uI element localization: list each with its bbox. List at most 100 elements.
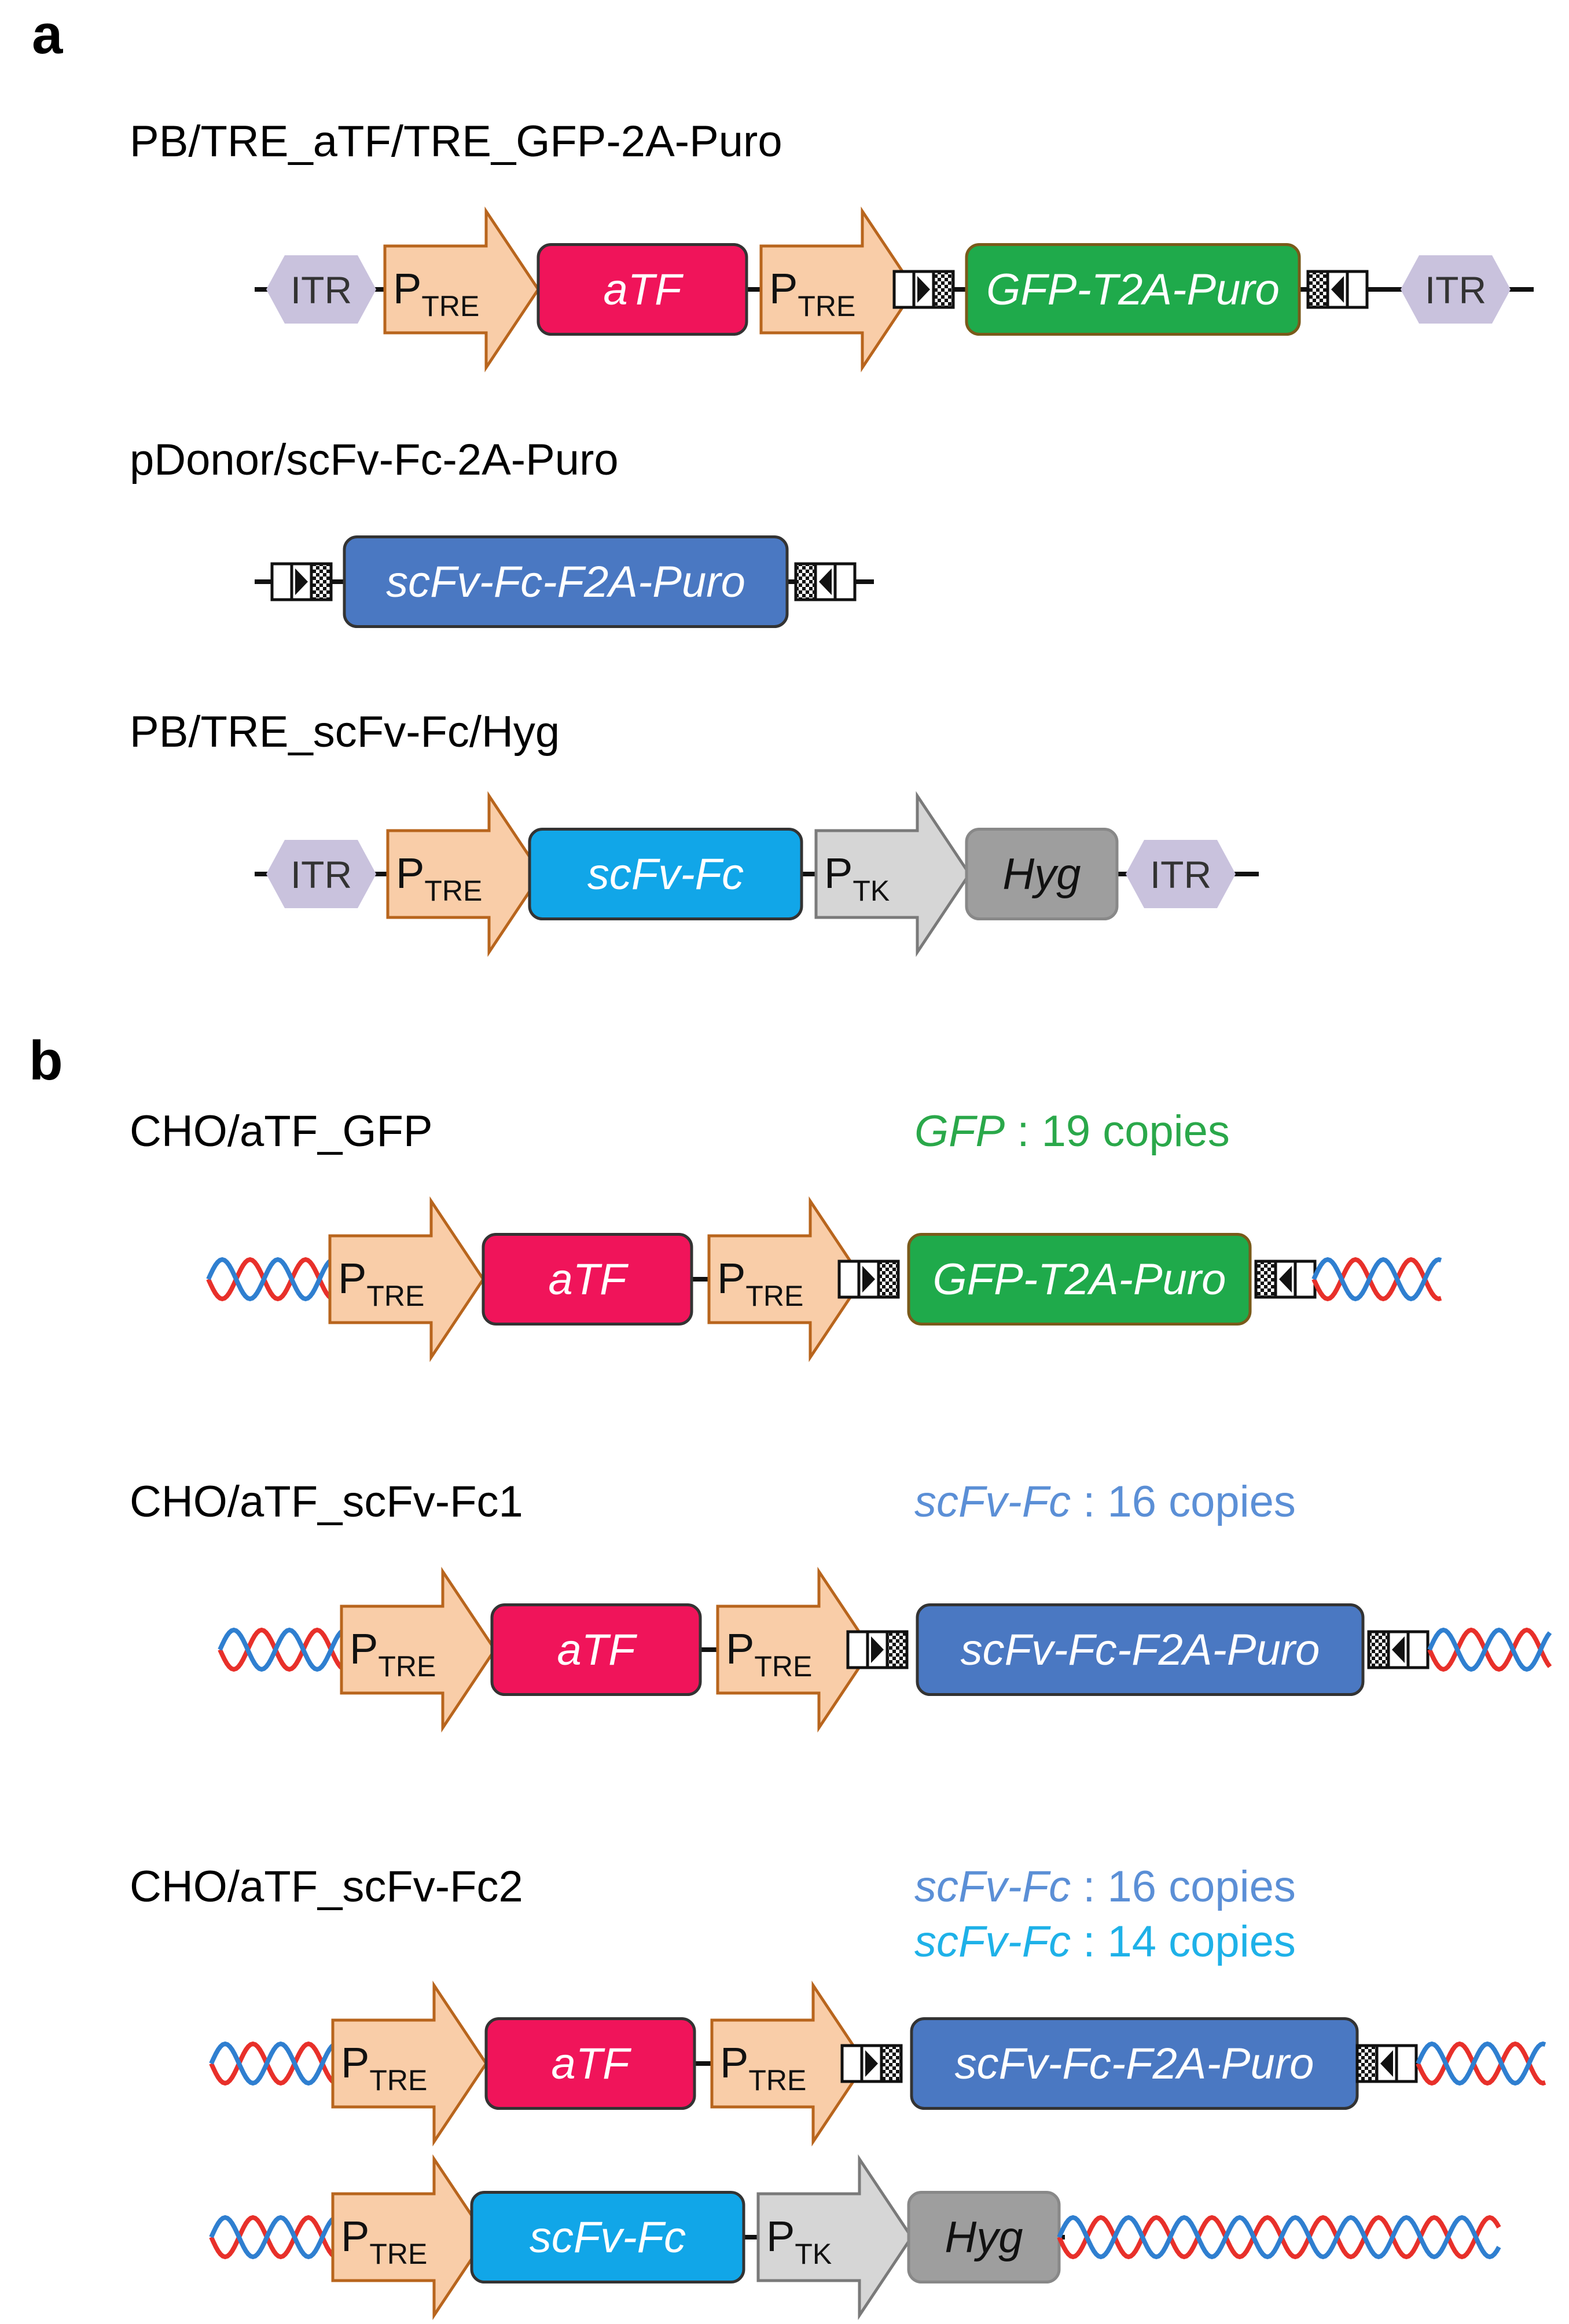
repeat-arrow [1331, 276, 1344, 303]
repeat-cell [846, 1630, 869, 1669]
dna-helix-strand [1416, 2041, 1546, 2086]
integration-map-2: PTRE aTF PTRE scFv-Fc-F2A-Puro [218, 1566, 1552, 1733]
promoter-tre-arrow [716, 1566, 873, 1733]
hyg-gene-label: Hyg [945, 2213, 1023, 2262]
promoter-tk-label: PTK [824, 849, 890, 907]
itr-hexagon [1401, 255, 1511, 324]
copy-number-3a: scFv-Fc : 16 copies [914, 1862, 1296, 1911]
promoter-tre-arrow [759, 206, 917, 373]
atf-gene [490, 1603, 702, 1696]
promoter-tre-label: PTRE [341, 2212, 427, 2270]
dna-helix-strand [1311, 1257, 1442, 1302]
hyg-gene [965, 828, 1119, 920]
promoter-tre-label: PTRE [717, 1254, 803, 1312]
dna-helix-strand [209, 2041, 336, 2086]
scfv-fc-gene [470, 2191, 745, 2283]
scfv-fc-gene-label: scFv-Fc [587, 850, 744, 899]
repeat-cell [1306, 270, 1329, 309]
copy-gene-3a: scFv-Fc [914, 1862, 1071, 1911]
dna-helix-strand [1057, 2215, 1501, 2260]
dna-helix-strand [1427, 1627, 1552, 1672]
repeat-cell [833, 562, 857, 601]
cell-line-title-1: CHO/aTF_GFP [130, 1107, 433, 1156]
gfp-puro-gene-label: GFP-T2A-Puro [986, 265, 1280, 314]
promoter-tre-label: PTRE [726, 1625, 812, 1683]
itr-label: ITR [1425, 269, 1486, 311]
promoter-tre-arrow [328, 1196, 486, 1363]
promoter-tre-label: PTRE [720, 2039, 806, 2097]
copy-gene-2: scFv-Fc [914, 1477, 1071, 1526]
promoter-tre-label: PTRE [396, 849, 482, 907]
copy-number-3b: scFv-Fc : 14 copies [914, 1917, 1296, 1966]
atf-gene-label: aTF [603, 265, 684, 314]
repeat-cell [877, 1260, 900, 1299]
atf-gene-label: aTF [551, 2039, 631, 2088]
promoter-tre-label: PTRE [341, 2039, 427, 2097]
dna-helix-strand [206, 1257, 333, 1302]
promoter-tre-arrow [707, 1196, 865, 1363]
copy-count-3b: : 14 copies [1071, 1917, 1296, 1966]
repeat-cell [270, 562, 293, 601]
promoter-tre-label: PTRE [393, 265, 479, 322]
cell-line-title-2: CHO/aTF_scFv-Fc1 [130, 1477, 523, 1526]
repeat-cell [794, 562, 817, 601]
copy-gene-3b: scFv-Fc [914, 1917, 1071, 1966]
integration-map-3b: PTRE scFv-Fc PTK Hyg [209, 2154, 1501, 2321]
promoter-tre-arrow [710, 1980, 868, 2147]
repeat-cell [932, 270, 955, 309]
dna-helix-strand [1311, 1257, 1442, 1302]
repeat-arrow [1392, 1636, 1405, 1663]
gfp-puro-gene-label: GFP-T2A-Puro [933, 1255, 1226, 1304]
promoter-tre-arrow [340, 1566, 497, 1733]
cell-line-title-3: CHO/aTF_scFv-Fc2 [130, 1862, 523, 1911]
dna-helix-strand [1427, 1627, 1552, 1672]
repeat-cell [1355, 2044, 1379, 2083]
repeat-cell [310, 562, 333, 601]
copy-gene-1: GFP [914, 1107, 1005, 1156]
atf-gene-label: aTF [557, 1625, 637, 1675]
scfv-fc-puro-gene [916, 1603, 1365, 1696]
repeat-arrow [1279, 1266, 1292, 1293]
promoter-tre-arrow [383, 206, 541, 373]
scfv-fc-gene [528, 828, 803, 920]
atf-gene-label: aTF [548, 1255, 629, 1304]
scfv-fc-gene-label: scFv-Fc [530, 2213, 686, 2262]
integration-map-3a: PTRE aTF PTRE scFv-Fc-F2A-Puro [209, 1980, 1546, 2147]
dna-helix-strand [209, 2215, 336, 2260]
promoter-tk-label: PTK [766, 2212, 832, 2270]
repeat-cell [1254, 1260, 1277, 1299]
gfp-puro-gene [907, 1233, 1252, 1326]
panel-letter-a: a [32, 3, 63, 65]
construct-title-1: PB/TRE_aTF/TRE_GFP-2A-Puro [130, 117, 782, 166]
promoter-tre-label: PTRE [350, 1625, 436, 1683]
gfp-puro-gene [965, 243, 1301, 336]
dna-helix-strand [218, 1627, 344, 1672]
repeat-cell [880, 2044, 903, 2083]
repeat-arrow [871, 1636, 884, 1663]
copy-count-1: : 19 copies [1005, 1107, 1230, 1156]
hyg-gene-label: Hyg [1002, 850, 1081, 899]
promoter-tre-arrow [331, 2154, 488, 2321]
itr-label: ITR [1150, 853, 1211, 896]
repeat-arrow [862, 1266, 875, 1293]
repeat-cell [885, 1630, 909, 1669]
promoter-tk-arrow [756, 2154, 914, 2321]
promoter-tre-label: PTRE [338, 1254, 424, 1312]
copy-number-1: GFP : 19 copies [914, 1107, 1230, 1156]
dna-helix-strand [1057, 2215, 1501, 2260]
scfv-fc-puro-gene-label: scFv-Fc-F2A-Puro [961, 1625, 1320, 1675]
itr-label: ITR [291, 269, 352, 311]
dna-helix-strand [1416, 2041, 1546, 2086]
repeat-cell [837, 1260, 861, 1299]
repeat-cell [892, 270, 916, 309]
scfv-fc-puro-gene-label: scFv-Fc-F2A-Puro [955, 2039, 1314, 2088]
repeat-cell [1346, 270, 1369, 309]
copy-count-2: : 16 copies [1071, 1477, 1296, 1526]
repeat-arrow [819, 568, 832, 595]
construct-map-2: scFv-Fc-F2A-Puro [255, 535, 874, 628]
repeat-cell [840, 2044, 863, 2083]
atf-gene [482, 1233, 693, 1326]
atf-gene [484, 2017, 696, 2110]
promoter-tk-arrow [814, 791, 972, 957]
